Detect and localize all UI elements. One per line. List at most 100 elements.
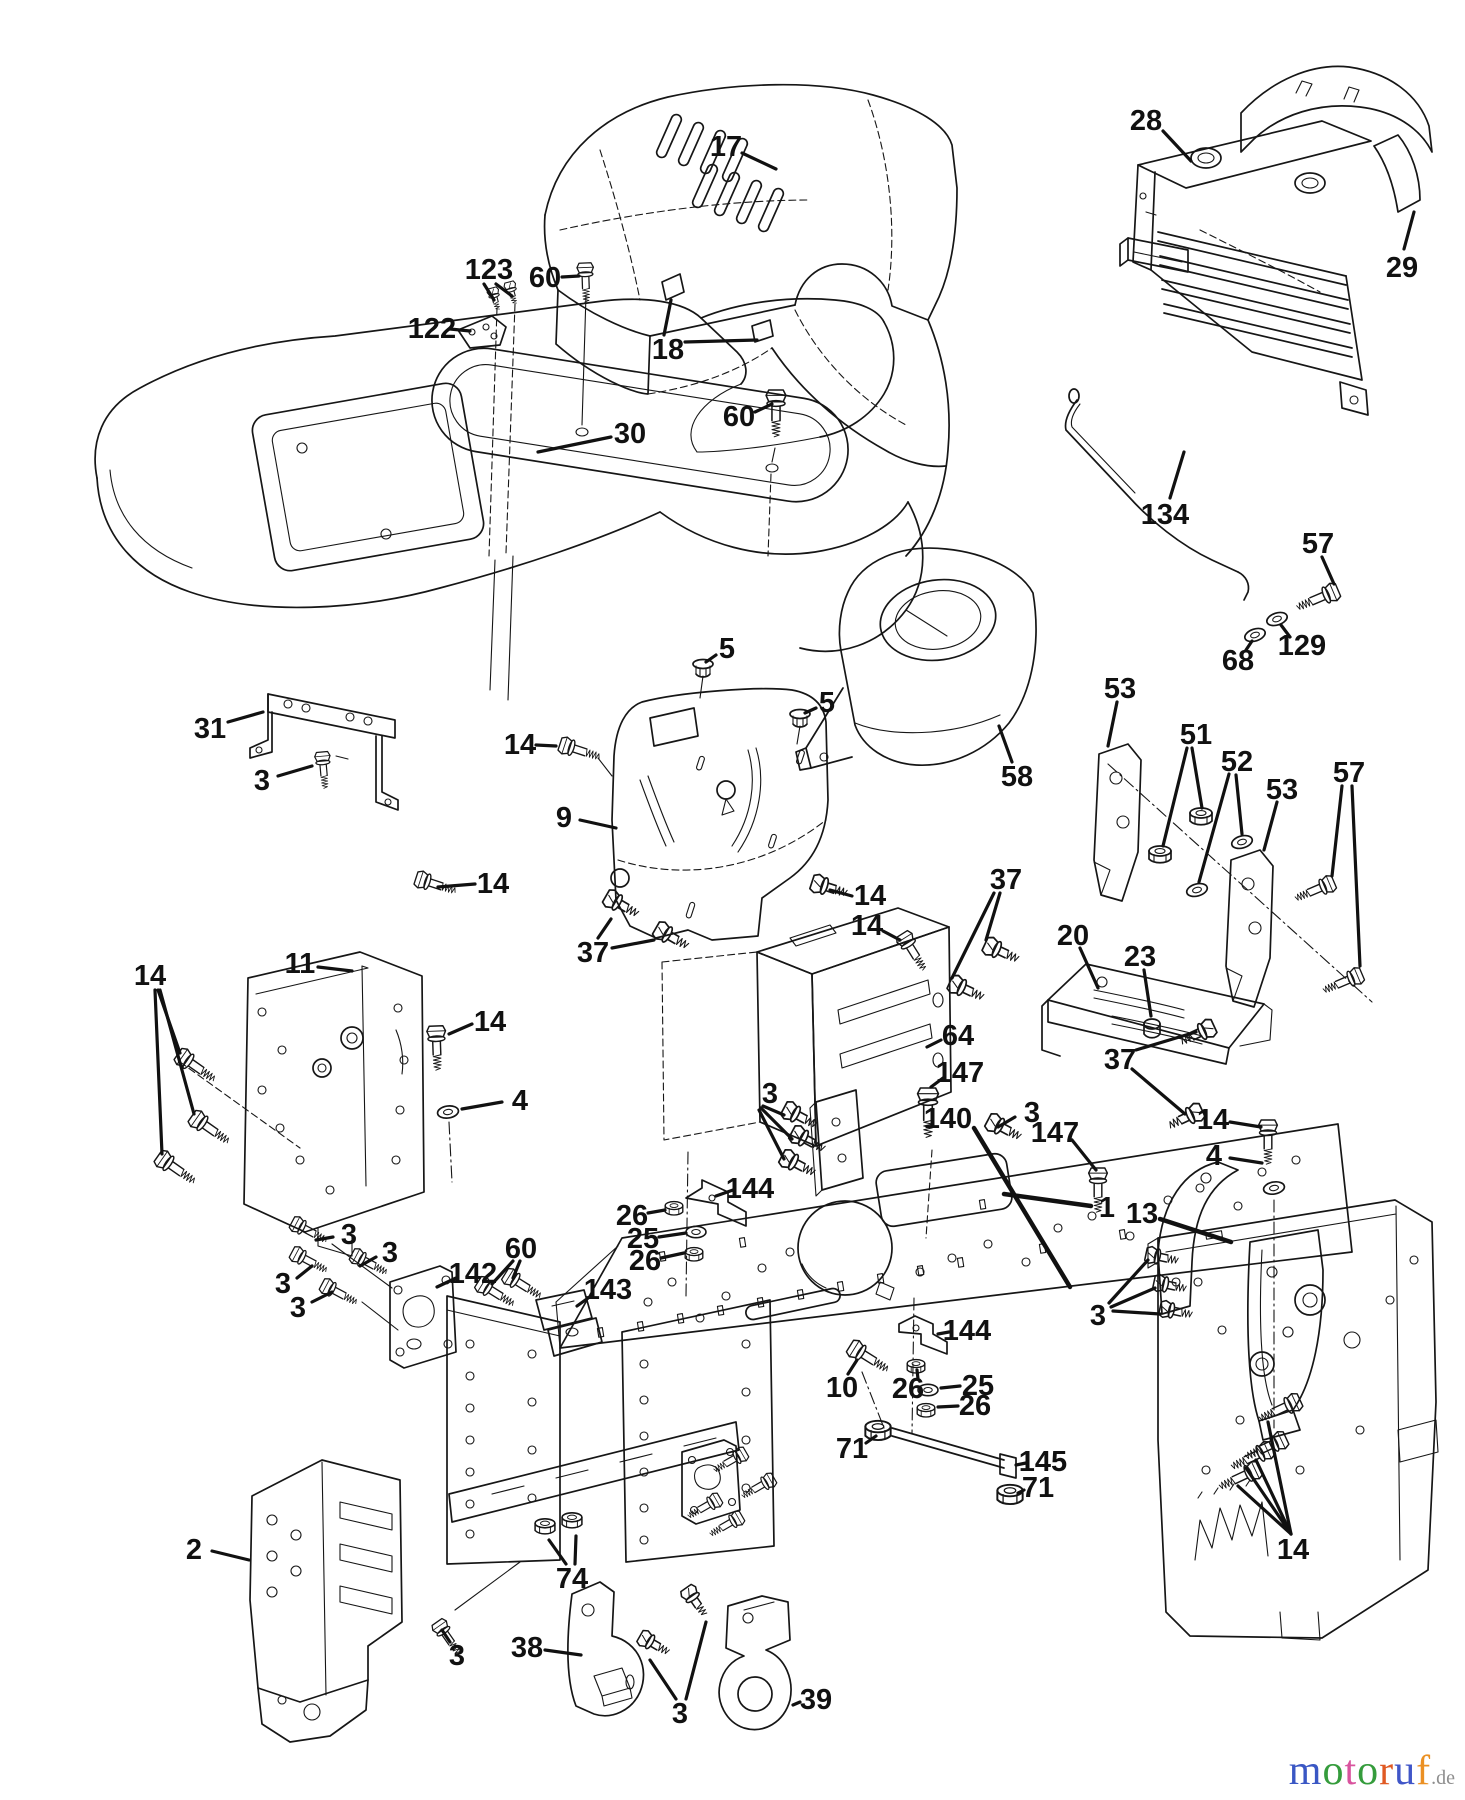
callout-26-50: 26 bbox=[629, 1245, 661, 1277]
nut-26-icon bbox=[684, 1246, 704, 1262]
callout-37-31: 37 bbox=[990, 864, 1022, 896]
washer-4-icon bbox=[435, 1103, 461, 1121]
leader-line-25 bbox=[939, 1384, 962, 1390]
bolt-60-icon bbox=[765, 389, 787, 438]
leader-line-74 bbox=[547, 1538, 568, 1566]
part-clip-144 bbox=[898, 1315, 948, 1355]
callout-14-35: 14 bbox=[851, 910, 883, 942]
leader-line-25 bbox=[657, 1231, 688, 1239]
leader-line-3 bbox=[295, 1264, 314, 1280]
callout-14-23: 14 bbox=[474, 1006, 506, 1038]
axis-line bbox=[685, 1151, 689, 1297]
callout-57-30: 57 bbox=[1333, 757, 1365, 789]
part-bracket-38 bbox=[567, 1581, 645, 1717]
leader-line-144 bbox=[936, 1330, 951, 1336]
washer-25-icon bbox=[685, 1225, 707, 1239]
bolt-3-icon bbox=[710, 1444, 751, 1478]
leader-line-17 bbox=[740, 151, 778, 171]
leader-line-14 bbox=[153, 988, 164, 1156]
callout-3-52: 3 bbox=[382, 1237, 398, 1269]
callout-123-3: 123 bbox=[465, 254, 513, 286]
nut-71-icon bbox=[996, 1483, 1024, 1506]
bolt-57-icon bbox=[1292, 580, 1343, 617]
leader-line-129 bbox=[1279, 623, 1292, 639]
watermark-letter: r bbox=[1379, 1748, 1395, 1794]
callout-3-40: 3 bbox=[1024, 1097, 1040, 1129]
leader-line-14 bbox=[1244, 1466, 1293, 1536]
leader-line-3 bbox=[759, 1106, 794, 1141]
part-side-panel-11 bbox=[179, 951, 425, 1257]
screw-3-icon bbox=[1143, 1244, 1181, 1270]
watermark-letter: t bbox=[1344, 1748, 1358, 1794]
leader-line-3 bbox=[761, 1104, 786, 1117]
callout-144-47: 144 bbox=[726, 1173, 774, 1205]
callout-145-64: 145 bbox=[1019, 1446, 1067, 1478]
washer-129-icon bbox=[1264, 609, 1290, 629]
screw-3-icon bbox=[776, 1146, 820, 1183]
leader-line-4 bbox=[460, 1100, 504, 1111]
callout-3-71: 3 bbox=[672, 1698, 688, 1730]
part-clip-144 bbox=[685, 1179, 747, 1227]
leader-line-14 bbox=[1236, 1484, 1293, 1536]
leader-line-29 bbox=[1402, 210, 1416, 251]
part-bracket-39 bbox=[718, 1595, 792, 1731]
bolt-3-icon bbox=[313, 750, 334, 790]
leader-line-18 bbox=[683, 338, 759, 344]
leader-line-28 bbox=[1161, 129, 1193, 163]
callout-71-65: 71 bbox=[1022, 1472, 1054, 1504]
part-strap-53 bbox=[1225, 849, 1274, 1008]
callout-20-32: 20 bbox=[1057, 920, 1089, 952]
leader-line-140 bbox=[971, 1125, 1073, 1290]
washer-4-icon bbox=[1261, 1179, 1287, 1197]
callout-60-8: 60 bbox=[723, 401, 755, 433]
leader-line-37 bbox=[1134, 1030, 1198, 1052]
part-rubber-bumper-18 bbox=[661, 273, 774, 343]
leader-line-20 bbox=[1078, 946, 1100, 990]
screw-3-icon bbox=[634, 1627, 674, 1661]
bolt-14-icon bbox=[556, 734, 603, 766]
leader-line-147 bbox=[929, 1076, 945, 1089]
callout-64-36: 64 bbox=[942, 1020, 974, 1052]
leader-line-57 bbox=[1320, 555, 1336, 586]
callout-4-24: 4 bbox=[512, 1085, 528, 1117]
callout-147-41: 147 bbox=[1031, 1117, 1079, 1149]
part-fender-assembly bbox=[94, 294, 948, 701]
callout-37-20: 37 bbox=[577, 937, 609, 969]
callout-68-12: 68 bbox=[1222, 645, 1254, 677]
part-drawbar-2 bbox=[249, 1459, 403, 1743]
bolt-57-icon bbox=[1291, 873, 1339, 908]
leader-line-71 bbox=[864, 1434, 878, 1445]
leader-line-26 bbox=[936, 1404, 960, 1409]
callout-143-57: 143 bbox=[584, 1274, 632, 1306]
part-clamp-143 bbox=[535, 1289, 603, 1357]
callout-53-26: 53 bbox=[1104, 673, 1136, 705]
leader-line-39 bbox=[791, 1700, 802, 1707]
callout-2-67: 2 bbox=[186, 1534, 202, 1566]
watermark-suffix: .de bbox=[1431, 1767, 1455, 1789]
leader-line-53 bbox=[1106, 700, 1119, 748]
leader-line-30 bbox=[536, 435, 613, 454]
leader-line-60 bbox=[511, 1259, 522, 1280]
callout-38-70: 38 bbox=[511, 1632, 543, 1664]
callout-129-11: 129 bbox=[1278, 630, 1326, 662]
leader-line-52 bbox=[1234, 773, 1244, 836]
leader-line-71 bbox=[1016, 1488, 1026, 1495]
clip-5-icon bbox=[692, 658, 714, 678]
watermark-logo: motoruf.de bbox=[1289, 1750, 1455, 1792]
axis-line bbox=[448, 1121, 453, 1183]
callout-3-68: 3 bbox=[449, 1640, 465, 1672]
screw-3-icon bbox=[1157, 1298, 1195, 1324]
leader-line-3 bbox=[1109, 1286, 1157, 1309]
leader-line-18 bbox=[662, 298, 673, 337]
leader-line-51 bbox=[1190, 746, 1204, 810]
nut-71-icon bbox=[864, 1419, 892, 1442]
guide-line bbox=[454, 1561, 521, 1611]
callout-3-54: 3 bbox=[290, 1292, 306, 1324]
leader-line-134 bbox=[1168, 450, 1186, 500]
leader-line-58 bbox=[997, 724, 1014, 764]
callout-53-29: 53 bbox=[1266, 774, 1298, 806]
leader-line-142 bbox=[435, 1276, 458, 1289]
nut-51-icon bbox=[1148, 845, 1172, 864]
